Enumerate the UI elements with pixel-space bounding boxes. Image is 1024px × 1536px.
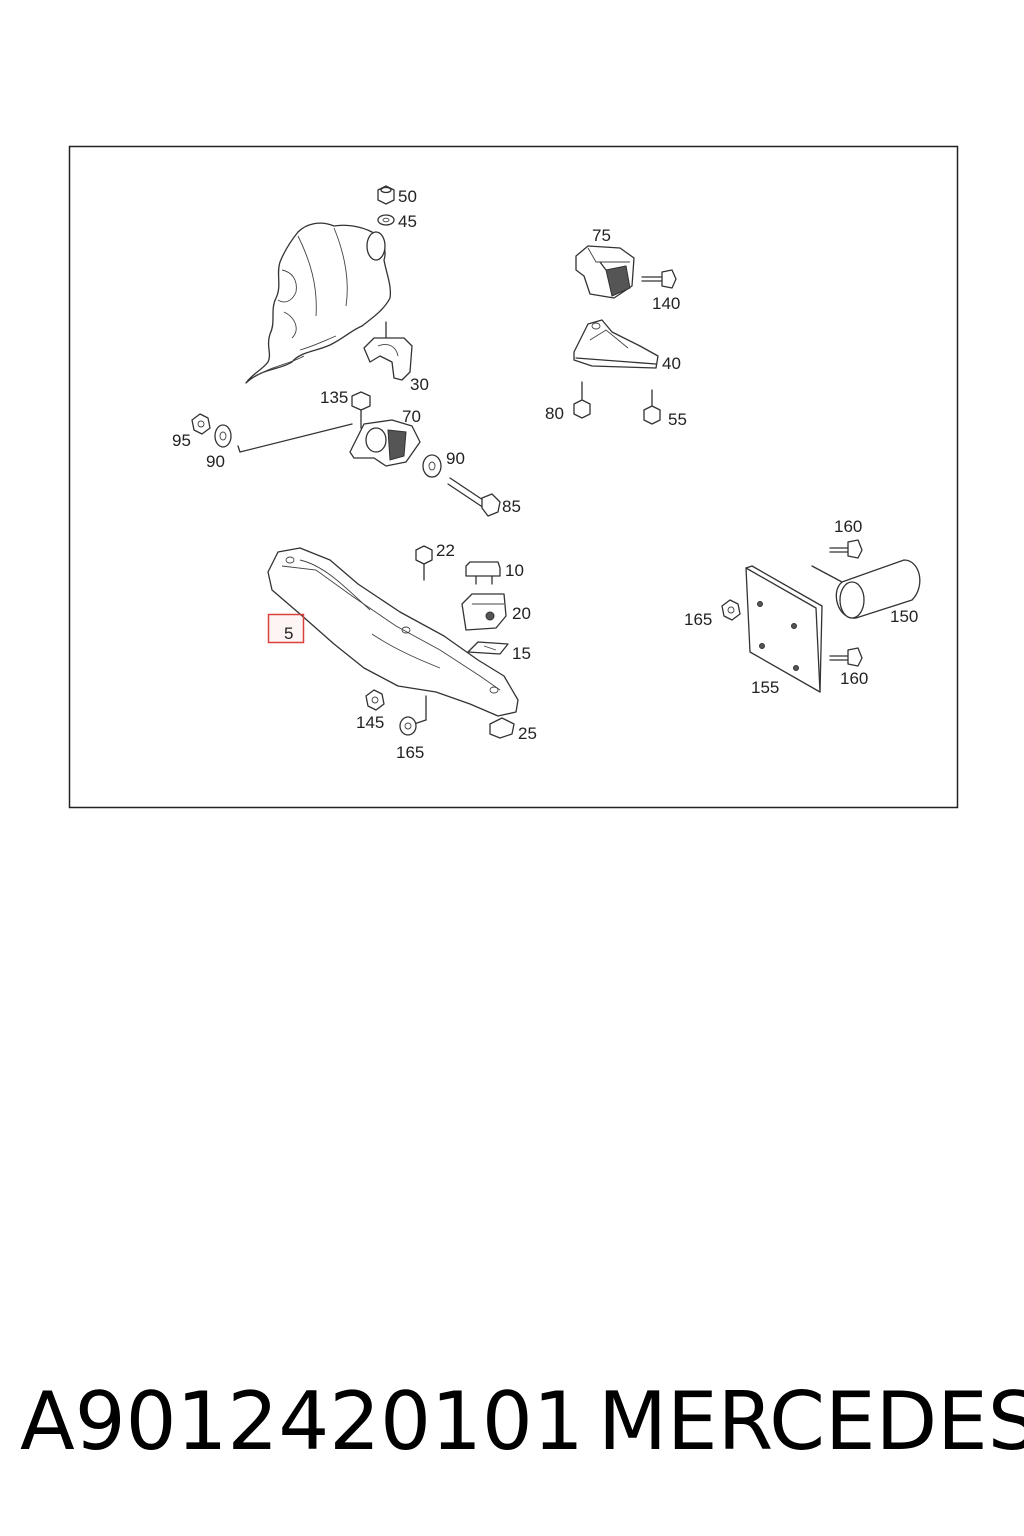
callout-150: 150: [890, 607, 918, 626]
washer-90-left: [214, 424, 232, 448]
callout-15: 15: [512, 644, 531, 663]
leader-95-to-mount: [237, 423, 353, 453]
callout-70: 70: [402, 407, 421, 426]
callout-145: 145: [356, 713, 384, 732]
plate-15: [467, 641, 509, 655]
brand-name-text: MERCEDES: [598, 1375, 1024, 1468]
bolt-85: [447, 477, 501, 517]
diagram-frame: [68, 145, 959, 809]
bolt-80: [573, 381, 591, 419]
callout-20: 20: [512, 604, 531, 623]
callout-90-right: 90: [446, 449, 465, 468]
callout-55: 55: [668, 410, 687, 429]
bolt-55: [643, 389, 661, 425]
callout-95: 95: [172, 431, 191, 450]
callout-40: 40: [662, 354, 681, 373]
engine-block: [245, 222, 392, 384]
nut-145: [365, 689, 385, 711]
plate-155: [745, 565, 823, 693]
part-number-text: A9012420101: [20, 1375, 584, 1468]
callout-155: 155: [751, 678, 779, 697]
engine-bracket: [363, 321, 413, 381]
callout-160-lower: 160: [840, 669, 868, 688]
crossmember-5: [267, 547, 519, 725]
callout-90-left: 90: [206, 452, 225, 471]
bolt-135: [351, 391, 371, 429]
highlighted-part-box: [267, 613, 305, 644]
callout-80: 80: [545, 404, 564, 423]
washer-45: [377, 214, 395, 226]
callout-85: 85: [502, 497, 521, 516]
rubber-mount-75: [575, 245, 635, 299]
bolt-22: [415, 545, 433, 581]
damper-150: [811, 559, 921, 619]
callout-45: 45: [398, 212, 417, 231]
callout-30: 30: [410, 375, 429, 394]
nut-95: [191, 413, 211, 435]
callout-165-lower: 165: [396, 743, 424, 762]
support-bracket-40: [573, 319, 659, 369]
bolt-160-lower: [829, 647, 863, 667]
callout-140: 140: [652, 294, 680, 313]
nut-165-lower: [399, 716, 417, 736]
bolt-140: [641, 269, 677, 289]
callout-50: 50: [398, 187, 417, 206]
callout-10: 10: [505, 561, 524, 580]
clip-10: [465, 561, 501, 585]
engine-mount-70: [349, 419, 421, 467]
callout-165-right: 165: [684, 610, 712, 629]
nut-25: [489, 717, 515, 739]
callout-75: 75: [592, 226, 611, 245]
callout-135: 135: [320, 388, 348, 407]
nut-165-right: [721, 599, 741, 621]
callout-25: 25: [518, 724, 537, 743]
callout-160-upper: 160: [834, 517, 862, 536]
washer-90-right: [422, 454, 442, 478]
rubber-block-20: [461, 593, 507, 631]
nut-50: [377, 185, 395, 205]
callout-22: 22: [436, 541, 455, 560]
bolt-160-upper: [829, 539, 863, 559]
callout-5: 5: [284, 624, 293, 643]
